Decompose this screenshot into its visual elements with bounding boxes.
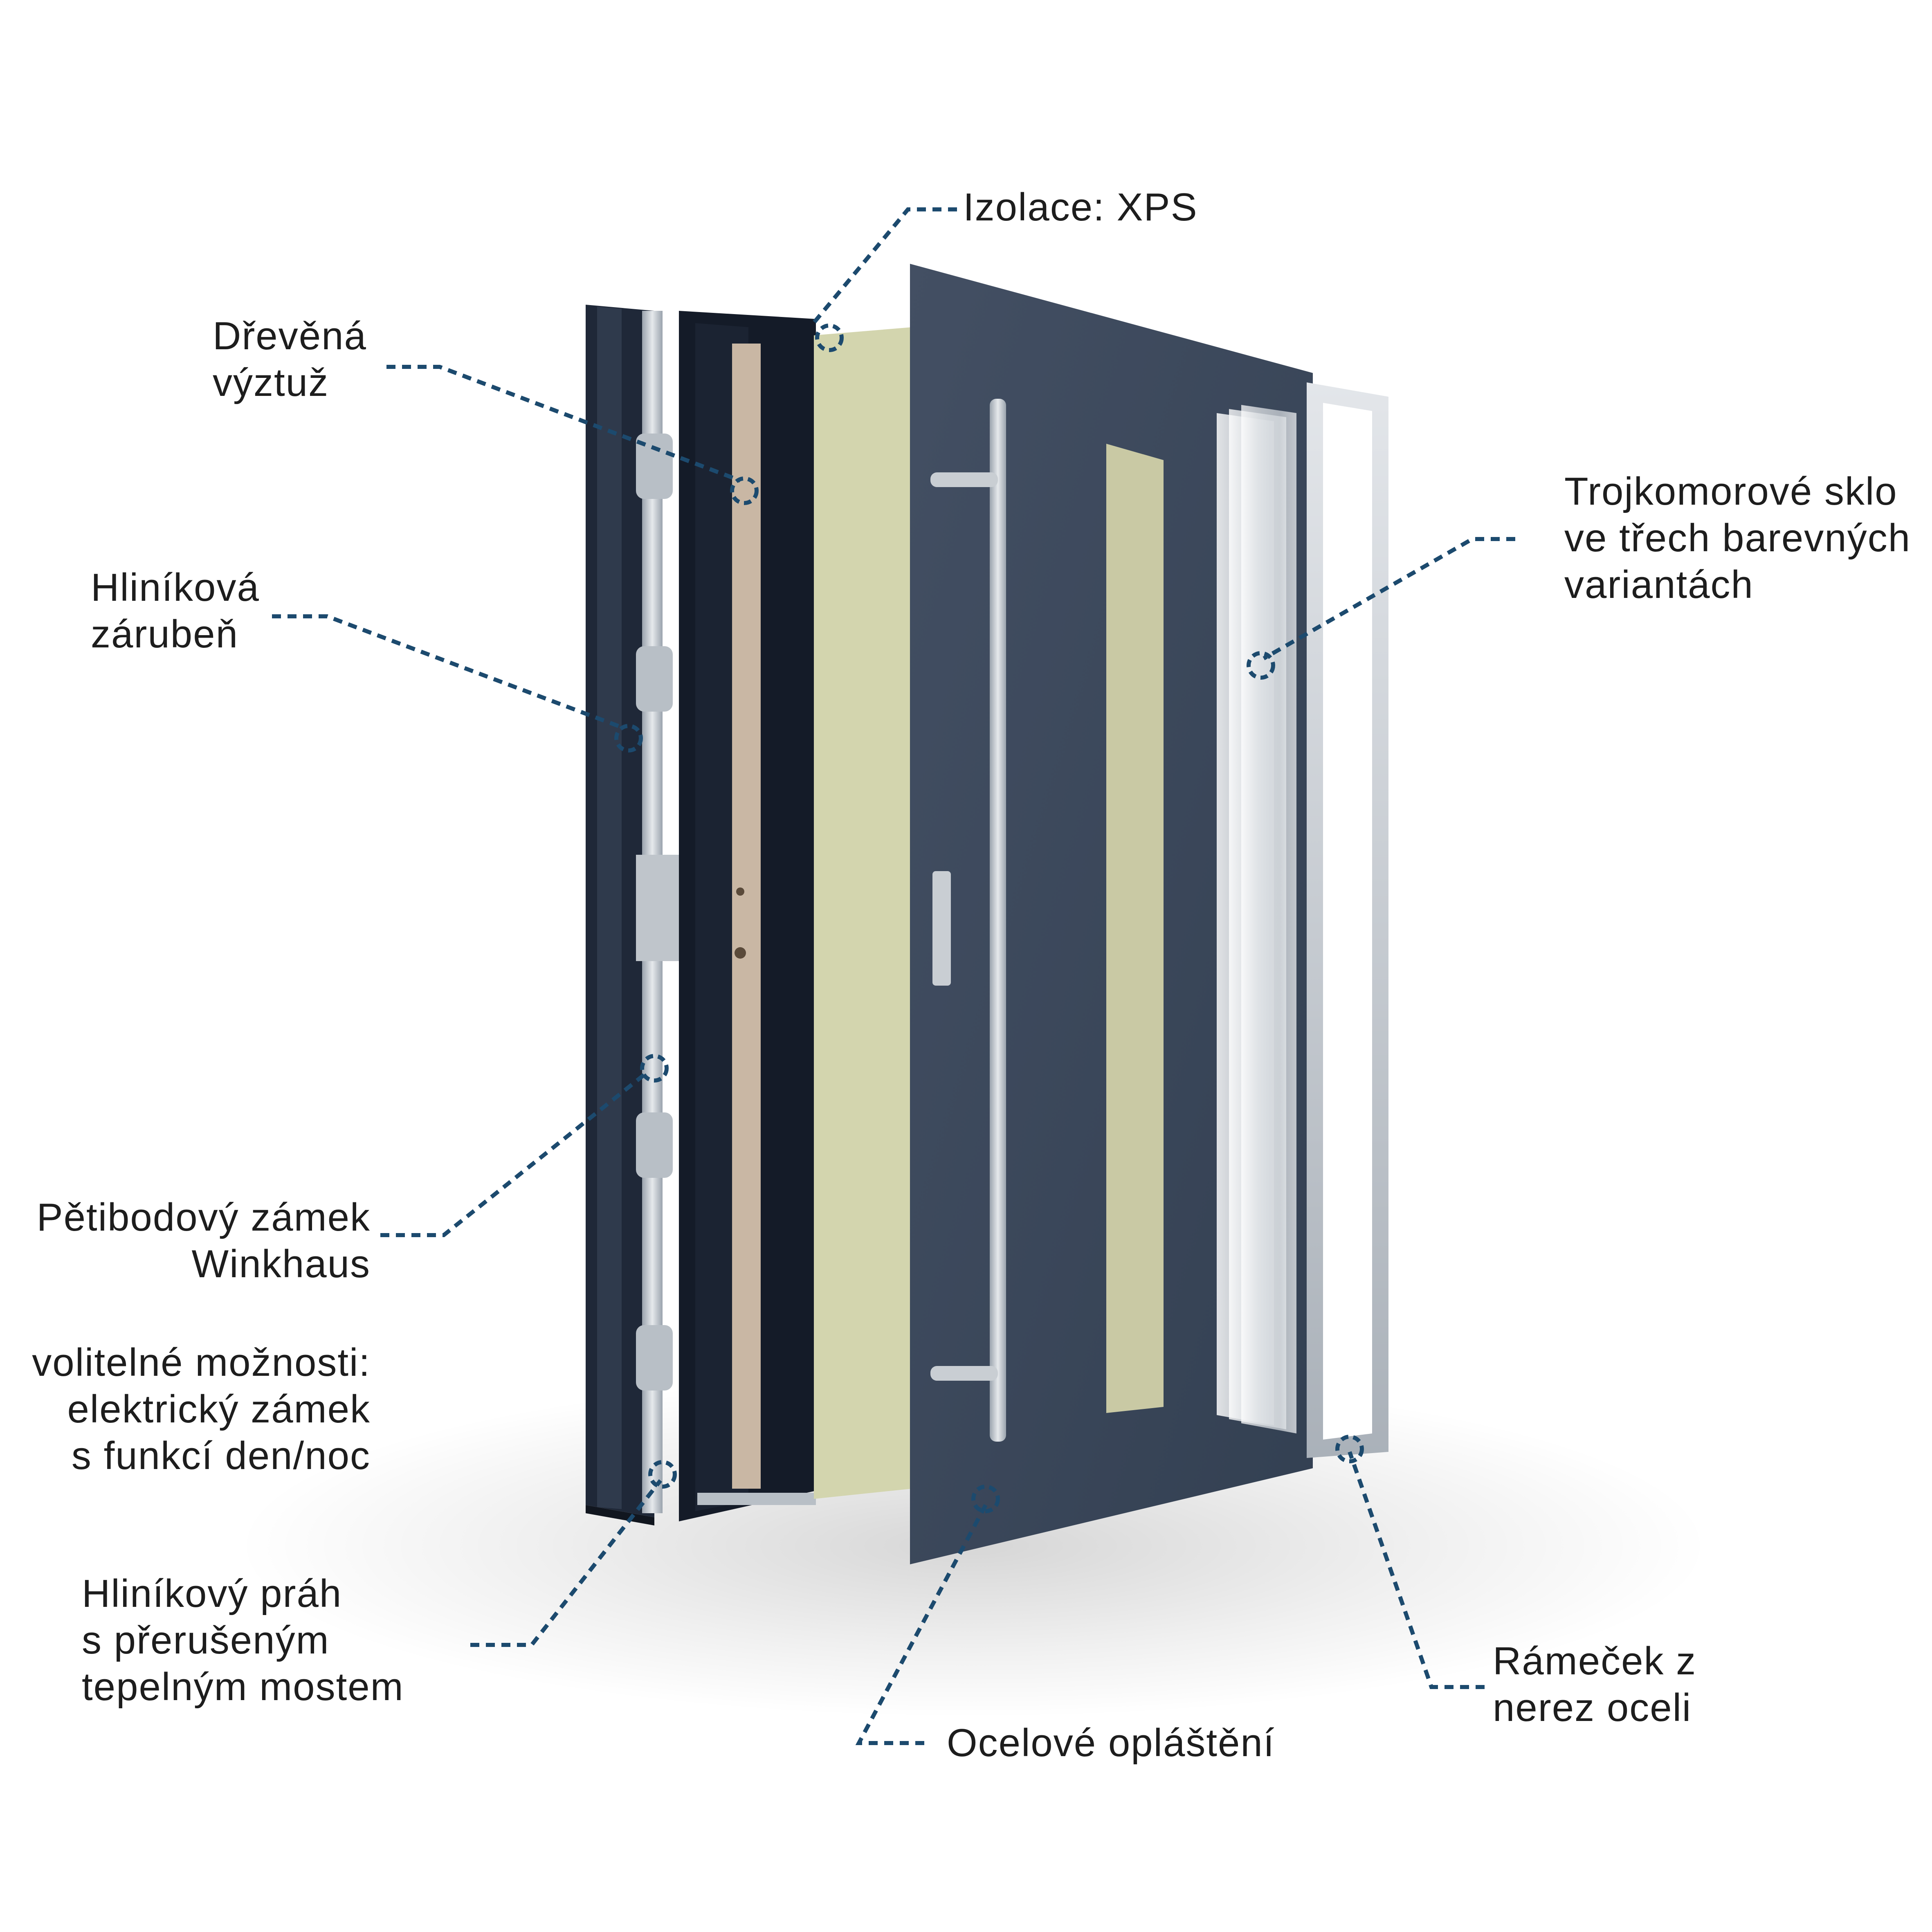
leader-trojkomorove bbox=[1263, 537, 1515, 660]
leader-zarubne bbox=[272, 614, 625, 730]
marker-prah bbox=[648, 1460, 677, 1489]
label-trojkomorove: Trojkomorové sklo ve třech barevných var… bbox=[1564, 468, 1911, 608]
label-volitelne-line-3: s funkcí den/noc bbox=[71, 1434, 371, 1478]
marker-zarubne bbox=[614, 724, 643, 753]
label-volitelne: volitelné možnosti: elektrický zámek s f… bbox=[32, 1339, 371, 1479]
marker-trojkomorove bbox=[1247, 651, 1275, 680]
label-izolace: Izolace: XPS bbox=[963, 184, 1198, 231]
label-zarubne-line-1: Hliníková bbox=[91, 566, 260, 609]
label-prah: Hliníkový práh s přerušeným tepelným mos… bbox=[82, 1570, 404, 1710]
marker-ocelove bbox=[971, 1485, 1000, 1513]
leader-ocelove bbox=[855, 1504, 988, 1745]
label-trojkomorove-line-2: ve třech barevných bbox=[1564, 516, 1911, 560]
label-drevena-line-2: výztuž bbox=[213, 361, 329, 404]
door-leaf-frame bbox=[679, 311, 816, 1521]
leader-prah bbox=[470, 1479, 662, 1647]
lock-rail bbox=[636, 311, 689, 1513]
label-ocelove: Ocelové opláštění bbox=[947, 1720, 1275, 1766]
leader-petibodovy bbox=[380, 1070, 650, 1237]
label-ramecek-line-2: nerez oceli bbox=[1493, 1686, 1692, 1730]
marker-petibodovy bbox=[640, 1054, 669, 1083]
wooden-reinforcement bbox=[732, 344, 761, 1489]
leader-izolace bbox=[810, 207, 957, 327]
label-trojkomorove-line-3: variantách bbox=[1564, 563, 1754, 607]
callout-markers bbox=[614, 323, 1364, 1513]
leader-drevena bbox=[386, 365, 741, 483]
steel-door-panel bbox=[910, 264, 1313, 1564]
leader-ramecek bbox=[1348, 1451, 1485, 1689]
marker-drevena bbox=[730, 476, 759, 505]
label-trojkomorove-line-1: Trojkomorové sklo bbox=[1564, 470, 1898, 513]
label-prah-line-3: tepelným mostem bbox=[82, 1665, 404, 1709]
leader-lines bbox=[272, 207, 1515, 1745]
label-drevena-line-1: Dřevěná bbox=[213, 314, 367, 358]
label-ramecek-line-1: Rámeček z bbox=[1493, 1639, 1697, 1683]
label-petibodovy-line-1: Pětibodový zámek bbox=[36, 1195, 371, 1239]
label-drevena: Dřevěná výztuž bbox=[213, 313, 367, 406]
triple-glass bbox=[1217, 405, 1296, 1433]
aluminium-frame bbox=[586, 305, 654, 1525]
label-hlinikova-zarubne: Hliníková zárubeň bbox=[91, 564, 260, 658]
label-prah-line-2: s přerušeným bbox=[82, 1618, 330, 1662]
marker-ramecek bbox=[1335, 1435, 1364, 1463]
label-ramecek: Rámeček z nerez oceli bbox=[1493, 1638, 1696, 1731]
marker-izolace bbox=[815, 323, 844, 352]
stainless-frame bbox=[1307, 382, 1388, 1458]
label-ocelove-line-1: Ocelové opláštění bbox=[947, 1721, 1275, 1765]
label-volitelne-line-1: volitelné možnosti: bbox=[32, 1341, 371, 1384]
xps-insulation bbox=[814, 327, 912, 1499]
label-zarubne-line-2: zárubeň bbox=[91, 612, 238, 656]
label-prah-line-1: Hliníkový práh bbox=[82, 1572, 342, 1615]
label-izolace-line-1: Izolace: XPS bbox=[963, 185, 1198, 229]
label-petibodovy: Pětibodový zámek Winkhaus bbox=[37, 1194, 371, 1287]
label-volitelne-line-2: elektrický zámek bbox=[67, 1387, 371, 1431]
label-petibodovy-line-2: Winkhaus bbox=[191, 1242, 371, 1286]
